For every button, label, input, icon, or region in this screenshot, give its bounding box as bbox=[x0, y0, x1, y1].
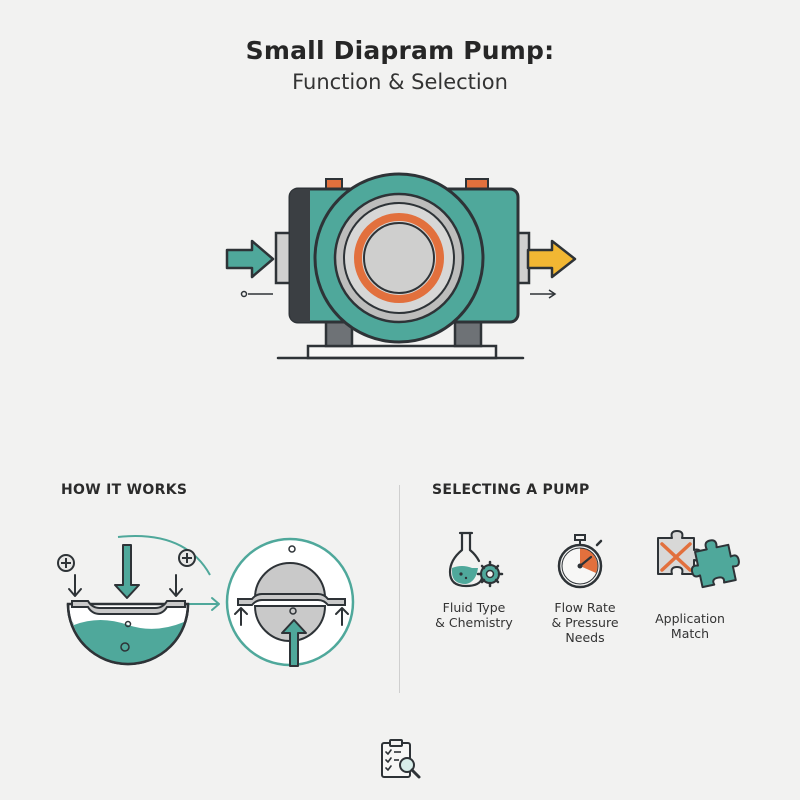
discharge-diaphragm bbox=[237, 593, 346, 606]
pump-body-shadow bbox=[290, 189, 310, 322]
cycle-arc bbox=[117, 535, 211, 576]
up-arrow-icon bbox=[234, 607, 248, 626]
pump-foot-right bbox=[453, 320, 483, 348]
pump-diaphragm-ring bbox=[354, 213, 444, 303]
section-divider bbox=[399, 485, 400, 693]
criterion-application-match-label: Application Match bbox=[640, 611, 740, 641]
checklist-search-icon bbox=[381, 739, 421, 779]
criterion-line: & Chemistry bbox=[435, 615, 513, 630]
inlet-arrow-icon bbox=[225, 239, 275, 279]
page-subtitle: Function & Selection bbox=[292, 70, 508, 94]
pump-diaphragm-core bbox=[363, 222, 435, 294]
puzzle-icon bbox=[657, 530, 740, 589]
criterion-line: Fluid Type bbox=[442, 600, 506, 615]
discharge-chamber-dome bbox=[253, 562, 327, 599]
bubble bbox=[288, 545, 296, 553]
plus-icon-mark bbox=[61, 558, 71, 568]
criterion-line: & Pressure bbox=[551, 615, 619, 630]
down-arrow-icon bbox=[68, 574, 82, 597]
criterion-flow-rate-label: Flow Rate & Pressure Needs bbox=[535, 600, 635, 645]
bubble bbox=[289, 607, 297, 615]
criterion-line: Application bbox=[655, 611, 725, 626]
cycle-arrow-icon bbox=[185, 597, 220, 611]
suction-chamber-outline bbox=[66, 603, 190, 666]
page-title: Small Diapram Pump: bbox=[245, 36, 555, 65]
inlet-flow-marker-dot bbox=[240, 290, 248, 298]
plus-icon-mark bbox=[182, 553, 192, 563]
bubble bbox=[124, 620, 132, 628]
down-arrow-icon bbox=[169, 574, 183, 597]
suction-chamber-liquid bbox=[72, 620, 184, 664]
suction-diaphragm bbox=[71, 600, 186, 615]
big-down-arrow-icon bbox=[114, 544, 140, 599]
flask-gear-icon bbox=[448, 531, 504, 588]
outlet-flow-marker-head bbox=[548, 289, 557, 299]
criterion-line: Flow Rate bbox=[554, 600, 616, 615]
pump-illustration bbox=[225, 172, 577, 360]
selecting-pump-heading: SELECTING A PUMP bbox=[432, 482, 590, 498]
pump-base-plate bbox=[306, 344, 498, 360]
big-up-arrow-icon bbox=[281, 619, 307, 667]
criterion-line: Match bbox=[670, 626, 710, 641]
outlet-arrow-icon bbox=[526, 239, 577, 279]
how-it-works-diagram bbox=[57, 535, 355, 667]
criterion-line: Needs bbox=[565, 630, 605, 645]
criterion-fluid-type-label: Fluid Type & Chemistry bbox=[424, 600, 524, 630]
bubble bbox=[120, 642, 130, 652]
up-arrow-icon bbox=[335, 607, 349, 626]
stopwatch-icon bbox=[557, 534, 603, 589]
how-it-works-heading: HOW IT WORKS bbox=[61, 482, 188, 498]
